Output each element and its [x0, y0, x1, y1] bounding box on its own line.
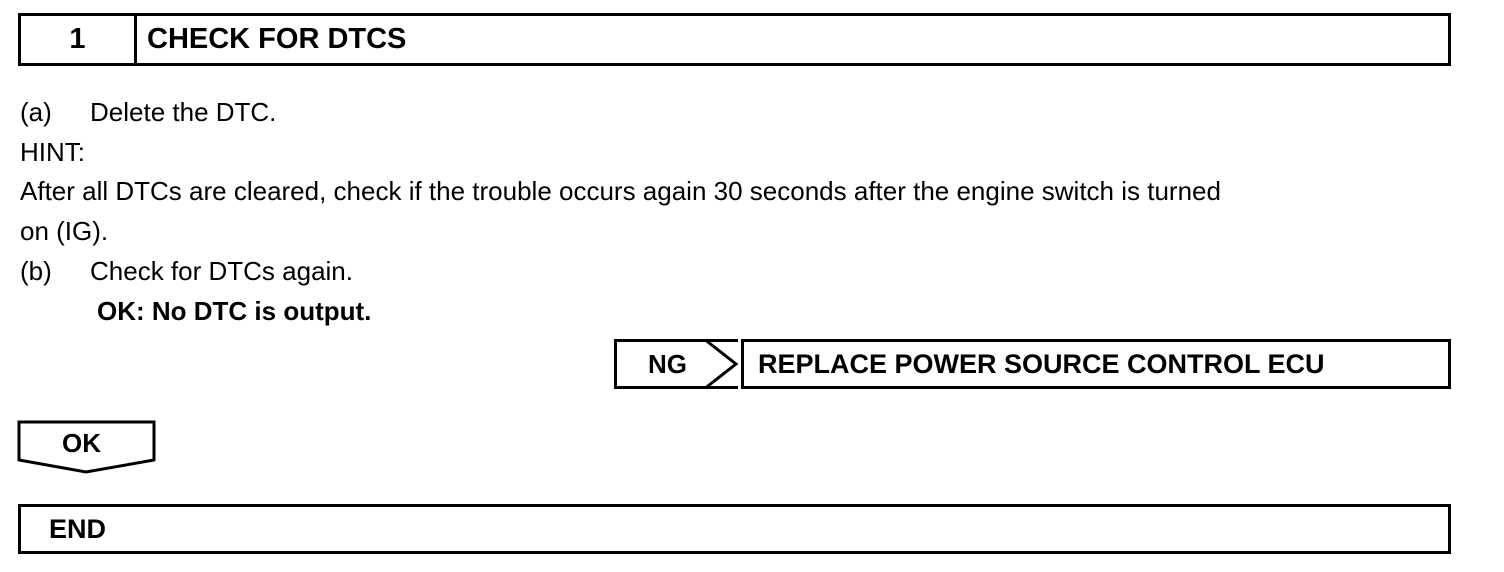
step-number: 1 — [21, 16, 137, 63]
hint-label: HINT: — [20, 137, 85, 167]
hint-text-line1: After all DTCs are cleared, check if the… — [20, 176, 1221, 206]
instruction-b-text: Check for DTCs again. — [90, 256, 353, 286]
step-header: 1 CHECK FOR DTCS — [18, 13, 1451, 66]
hint-text-line2: on (IG). — [20, 216, 109, 246]
step-title: CHECK FOR DTCS — [147, 23, 407, 55]
ok-down-arrow-icon — [17, 420, 156, 474]
end-box: END — [18, 504, 1451, 554]
instruction-a-label: (a) — [20, 97, 52, 127]
instruction-b: (b) Check for DTCs again. — [20, 254, 353, 288]
ng-result-box: REPLACE POWER SOURCE CONTROL ECU — [741, 339, 1451, 389]
ng-arrow-icon — [690, 339, 739, 389]
instruction-a: (a) Delete the DTC. — [20, 95, 276, 129]
instruction-b-label: (b) — [20, 256, 52, 286]
instruction-a-text: Delete the DTC. — [90, 97, 277, 127]
ng-label: NG — [648, 348, 687, 379]
ok-label: OK — [62, 428, 101, 458]
ok-condition: OK: No DTC is output. — [97, 296, 372, 326]
